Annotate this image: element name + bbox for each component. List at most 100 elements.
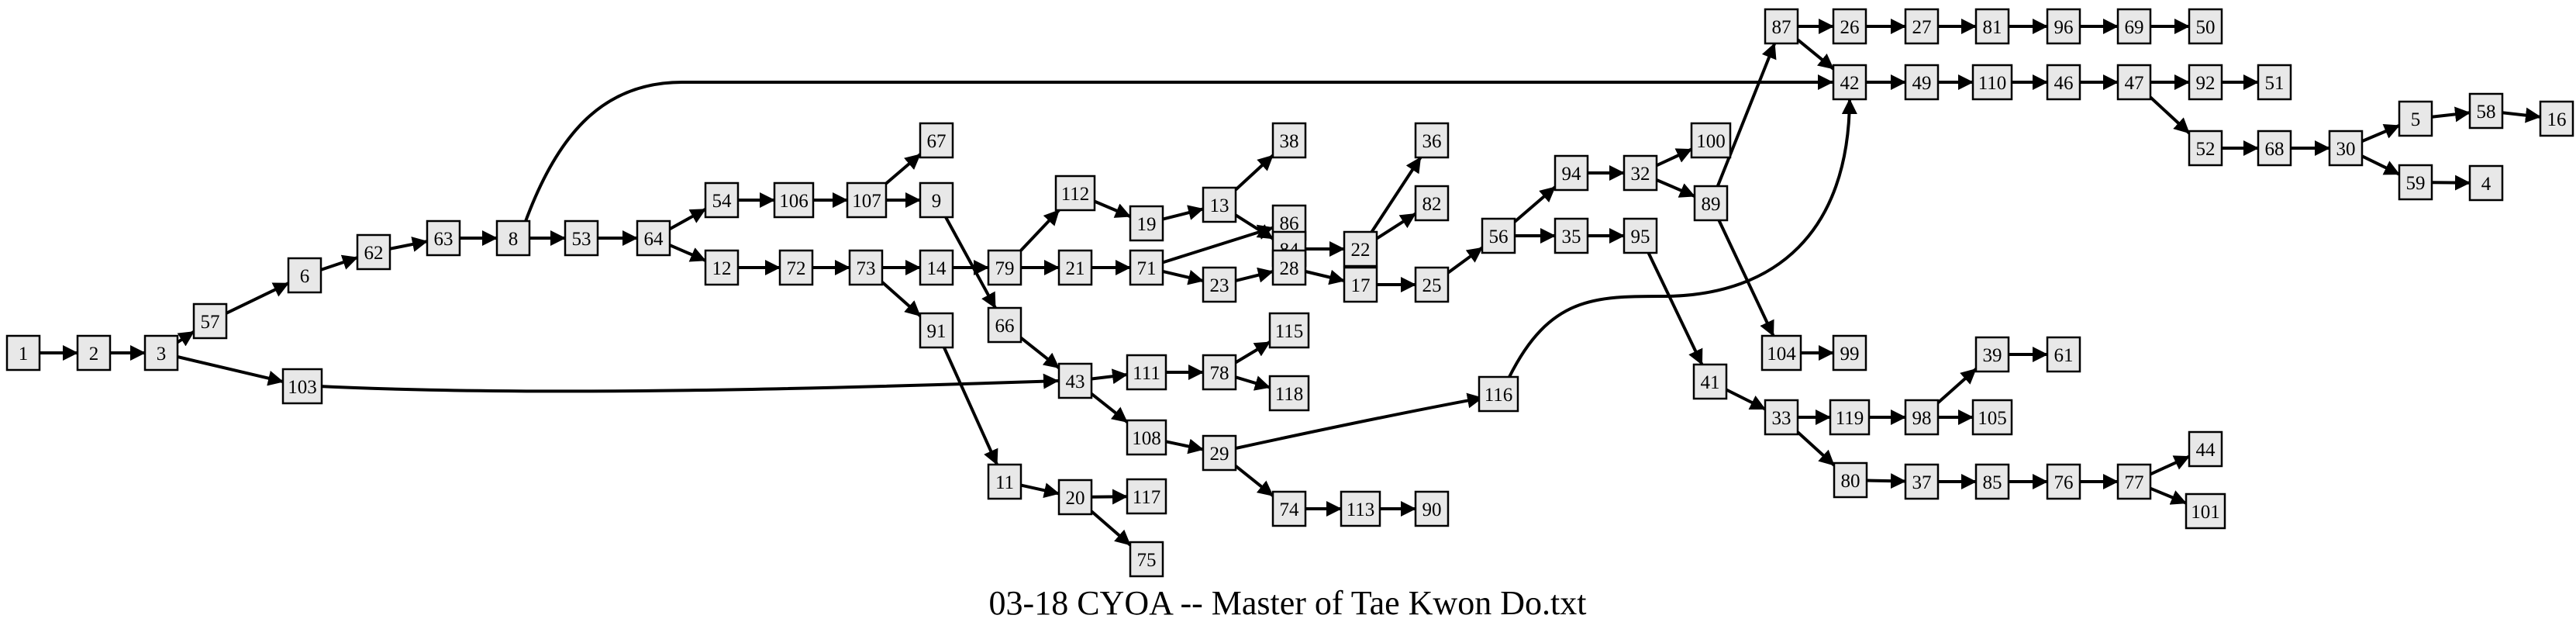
edge-13-to-38 (1234, 154, 1274, 192)
node-label: 27 (1912, 17, 1932, 38)
node-81: 81 (1974, 8, 2010, 45)
node-115: 115 (1268, 312, 1310, 349)
node-box (1832, 64, 1867, 101)
edge-23-to-28 (1235, 267, 1274, 283)
node-box (704, 181, 740, 219)
node-label: 57 (201, 312, 220, 333)
node-label: 72 (787, 258, 806, 279)
edge-95-to-41 (1647, 252, 1704, 365)
node-box (1414, 266, 1450, 303)
node-label: 79 (995, 258, 1015, 279)
edge-89-to-87 (1716, 43, 1777, 187)
edge-64-to-54 (669, 207, 706, 231)
node-box (987, 306, 1022, 344)
node-label: 16 (2547, 109, 2567, 130)
node-box (495, 219, 531, 257)
node-76: 76 (2046, 463, 2081, 500)
node-95: 95 (1623, 217, 1658, 254)
node-label: 110 (1978, 73, 2007, 94)
edge-3-to-57 (176, 330, 195, 347)
node-box (1129, 541, 1164, 578)
edge-20-to-117 (1091, 489, 1128, 505)
edge-77-to-101 (2150, 486, 2187, 505)
node-label: 36 (1422, 131, 1442, 152)
node-21: 21 (1057, 249, 1093, 286)
node-87: 87 (1764, 8, 1799, 45)
node-label: 100 (1696, 131, 1726, 152)
node-label: 6 (300, 266, 310, 287)
node-label: 82 (1422, 194, 1442, 215)
node-box (1904, 399, 1940, 436)
node-50: 50 (2188, 8, 2223, 45)
node-100: 100 (1690, 122, 1732, 159)
node-box (1129, 205, 1164, 242)
node-22: 22 (1343, 230, 1378, 268)
node-box (1340, 490, 1381, 527)
edge-41-to-33 (1726, 388, 1766, 411)
node-118: 118 (1268, 375, 1310, 412)
node-label: 64 (644, 229, 664, 250)
node-label: 116 (1485, 385, 1513, 406)
node-label: 42 (1840, 73, 1860, 94)
node-67: 67 (919, 122, 954, 159)
node-1: 1 (5, 334, 41, 372)
node-105: 105 (1971, 399, 2013, 436)
node-box (1057, 362, 1093, 399)
node-box (1126, 419, 1167, 456)
node-box (704, 249, 740, 286)
edge-28-to-17 (1305, 269, 1345, 285)
node-25: 25 (1414, 266, 1450, 303)
node-99: 99 (1832, 334, 1867, 372)
node-box (1129, 249, 1164, 286)
node-32: 32 (1623, 154, 1658, 192)
node-label: 81 (1983, 17, 2002, 38)
node-label: 73 (857, 258, 876, 279)
node-box (287, 257, 322, 294)
node-box (1202, 266, 1237, 303)
node-label: 54 (712, 191, 733, 212)
node-label: 49 (1912, 73, 1932, 94)
node-label: 4 (2481, 174, 2492, 195)
node-label: 23 (1210, 275, 1229, 296)
node-box (1271, 122, 1307, 159)
node-43: 43 (1057, 362, 1093, 399)
node-72: 72 (778, 249, 814, 286)
node-35: 35 (1554, 217, 1589, 254)
node-20: 20 (1057, 479, 1093, 516)
node-label: 50 (2196, 17, 2216, 38)
node-label: 11 (995, 472, 1014, 493)
node-61: 61 (2046, 336, 2081, 373)
node-75: 75 (1129, 541, 1164, 578)
node-label: 9 (932, 191, 942, 212)
node-113: 113 (1340, 490, 1381, 527)
edge-66-to-43 (1019, 337, 1060, 369)
node-box (2116, 8, 2152, 45)
node-box (1623, 217, 1658, 254)
edge-20-to-75 (1090, 510, 1132, 547)
node-33: 33 (1764, 399, 1799, 436)
node-49: 49 (1904, 64, 1940, 101)
node-label: 119 (1836, 408, 1864, 429)
node-box (1829, 399, 1871, 436)
node-27: 27 (1904, 8, 1940, 45)
node-box (281, 368, 323, 405)
node-box (2046, 336, 2081, 373)
node-label: 67 (927, 131, 947, 152)
node-label: 47 (2125, 73, 2144, 94)
node-label: 26 (1840, 17, 1860, 38)
edge-116-to-42 (1508, 98, 1857, 378)
node-57: 57 (192, 302, 228, 340)
node-82: 82 (1414, 185, 1450, 222)
node-label: 63 (434, 229, 453, 250)
node-label: 108 (1132, 428, 1161, 449)
node-64: 64 (636, 219, 671, 257)
node-38: 38 (1271, 122, 1307, 159)
node-box (2468, 92, 2504, 130)
node-label: 19 (1137, 214, 1157, 235)
node-label: 38 (1280, 131, 1299, 152)
edge-71-to-23 (1162, 269, 1204, 285)
edge-22-to-36 (1370, 156, 1422, 233)
edge-56-to-94 (1513, 185, 1557, 223)
node-box (2046, 463, 2081, 500)
edge-108-to-29 (1165, 438, 1204, 454)
